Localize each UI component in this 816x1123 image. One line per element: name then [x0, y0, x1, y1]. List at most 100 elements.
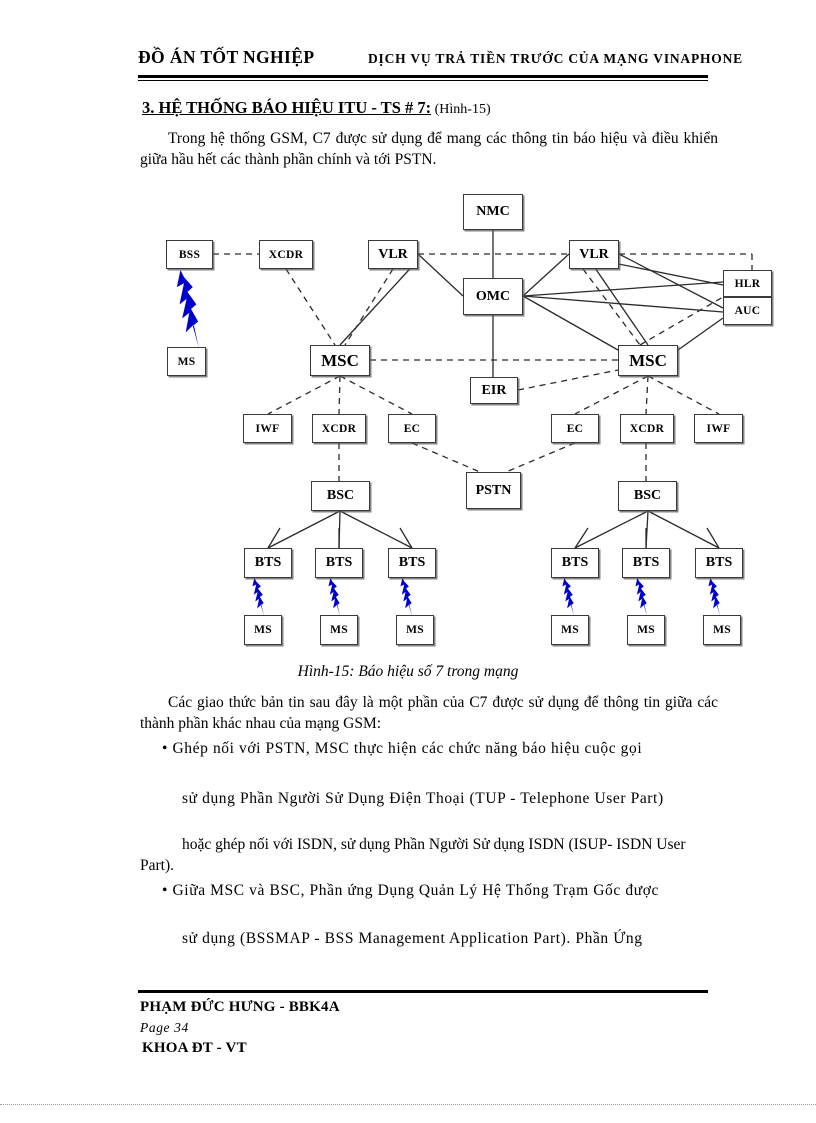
diagram-link-dashed: [645, 375, 649, 415]
diagram-node-label: IWF: [255, 422, 280, 435]
diagram-node-ec-r: EC: [551, 414, 599, 443]
diagram-node-label: XCDR: [321, 422, 357, 435]
diagram-node-label: BTS: [705, 555, 733, 570]
header-left-title: ĐỒ ÁN TỐT NGHIỆP: [138, 47, 315, 67]
diagram-node-label: MSC: [321, 350, 359, 370]
intro-paragraph: Trong hệ thống GSM, C7 được sử dụng để m…: [140, 130, 718, 168]
diagram-node-bts-5: BTS: [622, 548, 670, 578]
diagram-node-label: NMC: [476, 204, 510, 219]
header-divider-rule: [138, 75, 708, 81]
diagram-node-vlr-l: VLR: [368, 240, 418, 269]
diagram-node-label: XCDR: [629, 422, 665, 435]
diagram-link-solid: [706, 527, 720, 549]
diagram-link-dashed: [582, 268, 641, 346]
diagram-node-ms-4: MS: [551, 615, 589, 645]
diagram-node-msc-l: MSC: [310, 345, 370, 376]
diagram-link-solid: [618, 253, 724, 309]
bolt-glyph: [400, 578, 413, 616]
diagram-node-xcdr-r: XCDR: [620, 414, 674, 443]
diagram-node-nmc: NMC: [463, 194, 523, 230]
diagram-link-solid: [647, 510, 720, 549]
diagram-link-solid: [338, 510, 341, 549]
diagram-node-label: BSS: [178, 248, 201, 261]
sub-item-2: hoặc ghép nối với ISDN, sử dụng Phần Ngư…: [140, 834, 718, 876]
diagram-link-solid: [339, 259, 419, 346]
diagram-link-solid: [645, 510, 649, 549]
diagram-link-dashed: [339, 375, 413, 415]
diagram-node-label: BTS: [398, 555, 426, 570]
diagram-node-label: MS: [637, 624, 655, 636]
body-paragraph-after-figure: Các giao thức bản tin sau đây là một phầ…: [140, 694, 718, 732]
sub-item-3: sử dụng (BSSMAP - BSS Management Applica…: [140, 928, 718, 949]
diagram-node-ms-top: MS: [167, 347, 206, 376]
diagram-link-dashed: [505, 442, 576, 473]
diagram-link-solid: [574, 527, 589, 549]
diagram-node-eir: EIR: [470, 377, 518, 404]
diagram-node-omc: OMC: [463, 278, 523, 315]
diagram-node-label: VLR: [579, 246, 609, 262]
diagram-node-bts-6: BTS: [695, 548, 743, 578]
diagram-node-bsc-r: BSC: [618, 481, 677, 511]
diagram-link-dashed: [574, 375, 649, 415]
bullet-item-1: • Ghép nối với PSTN, MSC thực hiện các c…: [140, 738, 718, 759]
diagram-node-bts-1: BTS: [244, 548, 292, 578]
diagram-node-bts-2: BTS: [315, 548, 363, 578]
diagram-link-solid: [522, 295, 619, 351]
footer-author: PHẠM ĐỨC HƯNG - BBK4A: [140, 999, 340, 1015]
diagram-link-solid: [568, 253, 724, 286]
sub-item-2-text: hoặc ghép nối với ISDN, sử dụng Phần Ngư…: [140, 836, 686, 874]
diagram-link-solid: [574, 510, 649, 549]
diagram-link-solid: [339, 510, 413, 549]
radio-link-bolt-icon: [328, 578, 342, 616]
radio-link-bolt-icon: [635, 578, 649, 616]
section-heading: 3. HỆ THỐNG BÁO HIỆU ITU - TS # 7: (Hình…: [142, 98, 491, 118]
diagram-node-bts-3: BTS: [388, 548, 436, 578]
bullet-item-1-text: • Ghép nối với PSTN, MSC thực hiện các c…: [162, 740, 643, 757]
diagram-link-solid: [522, 281, 724, 297]
diagram-link-solid: [522, 253, 570, 297]
radio-link-bolt-icon: [562, 578, 576, 616]
section-heading-text: 3. HỆ THỐNG BÁO HIỆU ITU - TS # 7:: [142, 98, 432, 117]
diagram-node-label: OMC: [475, 288, 511, 304]
diagram-link-dashed: [639, 296, 724, 346]
footer-department: KHOA ĐT - VT: [142, 1040, 247, 1056]
diagram-node-label: BSC: [326, 488, 355, 503]
diagram-node-iwf-r: IWF: [694, 414, 743, 443]
diagram-node-label: MS: [561, 624, 579, 636]
diagram-node-bts-4: BTS: [551, 548, 599, 578]
diagram-node-label: MSC: [629, 350, 667, 370]
sub-item-1: sử dụng Phần Người Sử Dụng Điện Thoại (T…: [140, 788, 718, 809]
diagram-node-bsc-l: BSC: [311, 481, 370, 511]
diagram-link-dashed: [338, 375, 341, 415]
diagram-node-label: MS: [177, 355, 196, 368]
diagram-node-ms-5: MS: [627, 615, 665, 645]
diagram-link-dashed: [267, 375, 341, 415]
page-bottom-edge: [0, 1104, 816, 1106]
bolt-glyph: [252, 578, 265, 616]
diagram-node-ms-2: MS: [320, 615, 358, 645]
diagram-node-ms-1: MS: [244, 615, 282, 645]
diagram-node-label: PSTN: [475, 482, 512, 498]
diagram-node-iwf-l: IWF: [243, 414, 292, 443]
diagram-node-label: EIR: [481, 382, 507, 398]
radio-link-bolt-icon: [400, 578, 414, 616]
diagram-link-dashed: [344, 268, 394, 346]
diagram-node-label: AUC: [734, 305, 761, 317]
footer-page-number: Page 34: [140, 1020, 189, 1035]
bullet-item-2-text: • Giữa MSC và BSC, Phần ứng Dụng Quản Lý…: [162, 882, 659, 899]
diagram-node-label: BTS: [561, 555, 589, 570]
diagram-node-label: XCDR: [268, 248, 304, 261]
diagram-node-pstn: PSTN: [466, 472, 521, 509]
diagram-node-ms-6: MS: [703, 615, 741, 645]
radio-link-bolt-icon: [252, 578, 266, 616]
bolt-glyph: [328, 578, 341, 616]
diagram-node-label: MS: [330, 624, 348, 636]
diagram-node-label: MS: [254, 624, 272, 636]
radio-link-bolt-icon: [708, 578, 722, 616]
radio-link-bolt-icon: [176, 270, 203, 348]
diagram-link-solid: [267, 527, 281, 549]
diagram-node-bss: BSS: [166, 240, 213, 269]
header-right-title: DỊCH VỤ TRẢ TIỀN TRƯỚC CỦA MẠNG VINAPHON…: [368, 51, 743, 66]
diagram-node-hlr: HLR: [723, 270, 772, 297]
diagram-node-ms-3: MS: [396, 615, 434, 645]
